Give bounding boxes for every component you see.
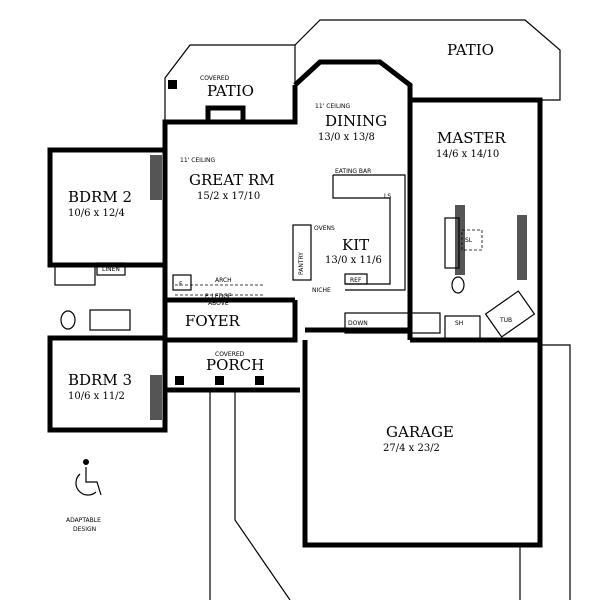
sl-label: SL [465, 237, 473, 244]
pantry [292, 224, 312, 281]
sh-label: SH [455, 320, 463, 327]
bdrm3-size: 10/6 x 11/2 [68, 391, 125, 402]
post [168, 80, 177, 89]
covered-patio-label: PATIO [207, 82, 254, 100]
bdrm3-label: BDRM 3 [68, 371, 132, 389]
ls-label: LS [384, 193, 391, 200]
bdrm2-label: BDRM 2 [68, 188, 132, 206]
dining-label: DINING [325, 112, 387, 130]
master-label: MASTER [437, 129, 506, 147]
pantry-label: PANTRY [298, 252, 305, 275]
fireplace-box [205, 105, 246, 125]
covered-patio-outline [164, 44, 296, 122]
kit-size: 13/0 x 11/6 [325, 255, 382, 266]
patio-label: PATIO [447, 41, 494, 59]
adaptable-label: ADAPTABLE [66, 517, 101, 524]
tub-label: TUB [499, 317, 512, 324]
wheelchair-icon [75, 459, 102, 496]
design-label: DESIGN [73, 526, 96, 533]
garage-label: GARAGE [386, 423, 454, 441]
down-label: DOWN [348, 320, 368, 327]
eating-bar-label: EATING BAR [335, 168, 371, 175]
stairs [344, 312, 441, 334]
arch-label: ARCH [215, 277, 232, 284]
bdrm2-size: 10/6 x 12/4 [68, 208, 125, 219]
fireplace-label: F [179, 281, 183, 288]
ref-label: REF [350, 277, 362, 284]
niche-label: NICHE [312, 287, 331, 294]
ovens-label: OVENS [314, 225, 335, 232]
kitchen-counter [333, 174, 406, 291]
great-rm-size: 15/2 x 17/10 [197, 191, 260, 202]
walls [47, 59, 543, 548]
toilet [60, 310, 76, 330]
ledge-above-label: ABOVE [208, 300, 229, 307]
master-size: 14/6 x 14/10 [436, 149, 499, 160]
kit-label: KIT [342, 236, 369, 254]
closets [150, 155, 527, 420]
refrigerator [344, 273, 368, 285]
great-rm-note: 11' CEILING [180, 157, 216, 164]
ledge-label: P. LEDGE [205, 293, 232, 300]
garage-size: 27/4 x 23/2 [383, 443, 440, 454]
great-rm-label: GREAT RM [189, 171, 275, 189]
dining-note: 11' CEILING [315, 103, 351, 110]
dining-size: 13/0 x 13/8 [318, 132, 375, 143]
foyer-label: FOYER [185, 312, 241, 330]
covered-patio-note: COVERED [200, 75, 230, 82]
bathtub [54, 264, 96, 286]
porch-label: PORCH [206, 356, 264, 374]
linen-label: LINEN [102, 266, 120, 273]
porch-note: COVERED [215, 351, 245, 358]
patio-outline [294, 19, 561, 101]
